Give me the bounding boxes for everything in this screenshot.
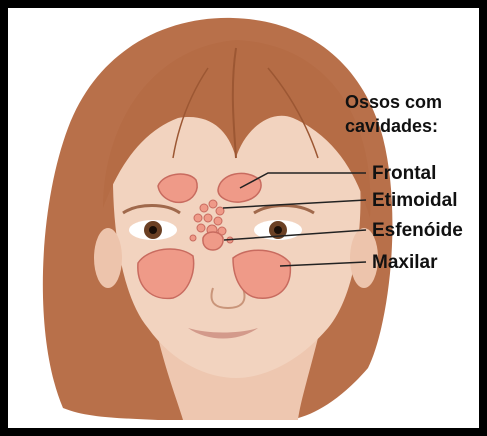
illustration-panel: Ossos com cavidades: Frontal Etimoidal E… (8, 8, 479, 428)
label-etimoidal: Etimoidal (372, 190, 458, 211)
sphenoid-sinus (203, 232, 223, 250)
label-frontal: Frontal (372, 163, 436, 184)
label-maxilar: Maxilar (372, 252, 438, 273)
sinus-illustration: Ossos com cavidades: Frontal Etimoidal E… (8, 8, 479, 428)
label-esfenoide: Esfenóide (372, 220, 463, 241)
left-ear (94, 228, 122, 288)
heading-line-2: cavidades: (345, 116, 438, 136)
heading-line-1: Ossos com (345, 92, 442, 112)
